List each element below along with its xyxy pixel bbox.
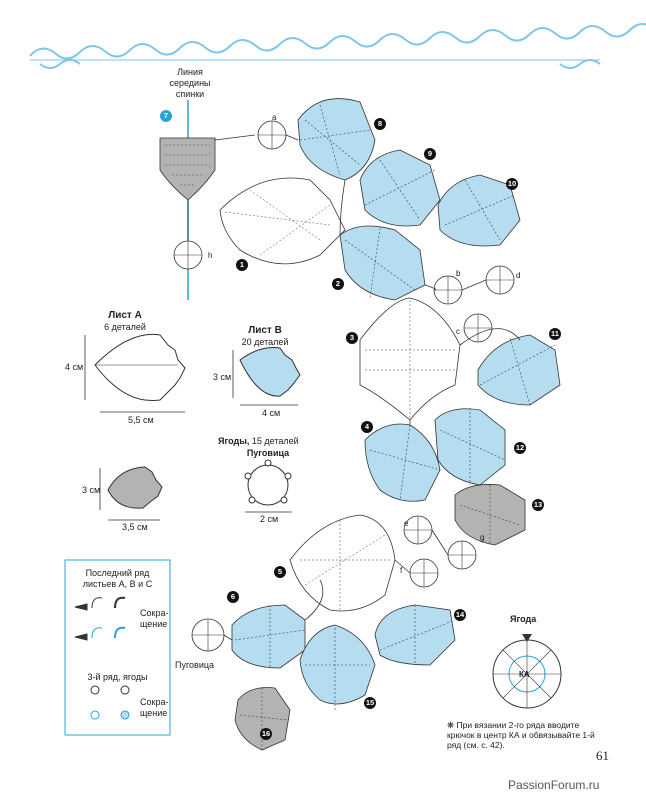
leaf-15: [299, 624, 376, 710]
legend-abbr-1: Сокра- щение: [140, 608, 169, 629]
leaf-b-outline: [232, 347, 301, 406]
leaf-b-title: Лист В: [248, 325, 282, 336]
leaf-number-1: 1: [236, 259, 248, 271]
berry-letter-e: e: [404, 519, 409, 528]
leaf-3: [359, 297, 461, 421]
leaf-number-9: 9: [424, 148, 436, 160]
leaf-number-5: 5: [274, 566, 286, 578]
midline-label: Линия середины спинки: [169, 67, 211, 99]
legend-title-2: 3-й ряд, ягоды: [87, 672, 148, 682]
berry-letter-b: b: [456, 269, 461, 278]
leaf-number-10: 10: [506, 178, 518, 190]
berry-letter-a: a: [272, 113, 277, 122]
leaf-2: [339, 225, 426, 301]
leaf-b-count: 20 деталей: [241, 337, 289, 347]
leaf-12: [434, 408, 506, 486]
watermark: PassionForum.ru: [508, 778, 600, 792]
berry-letter-h: h: [208, 251, 213, 260]
legend-symbols: [74, 596, 130, 720]
berry-label: Ягода: [510, 614, 537, 624]
leaf-number-4: 4: [361, 421, 373, 433]
leaf-14: [374, 604, 456, 666]
leaf-13: [454, 484, 526, 546]
leaf-number-2: 2: [332, 278, 344, 290]
dim-2cm: 2 см: [260, 514, 279, 524]
leaf-a-outline: [84, 333, 186, 413]
leaf-6: [231, 604, 306, 669]
berry-letter-f: f: [400, 566, 403, 575]
leaf-c-outline: [99, 466, 163, 521]
dim-5-5cm: 5,5 см: [128, 415, 154, 425]
leaf-10: [437, 174, 521, 247]
leaf-number-13: 13: [532, 499, 544, 511]
legend-title-1: Последний ряд листьев А, В и С: [82, 568, 153, 589]
legend-abbr-2: Сокра- щение: [140, 697, 169, 718]
button-outline: [244, 459, 292, 513]
leaf-a-title: Лист А: [108, 310, 142, 321]
leaf-number-14: 14: [454, 609, 466, 621]
leaf-9: [359, 149, 441, 227]
leaf-4: [364, 423, 441, 502]
leaf-16: [234, 687, 291, 751]
page-number: 61: [596, 748, 609, 763]
dim-4cm-b: 4 см: [262, 408, 281, 418]
leaf-7: [159, 137, 216, 201]
leaf-number-3: 3: [346, 332, 358, 344]
leaf-number-7: 7: [160, 110, 172, 122]
leaf-5: [289, 514, 396, 612]
leaf-a-count: 6 деталей: [104, 322, 146, 332]
berry-letter-g: g: [480, 533, 485, 542]
connectors: [187, 134, 521, 641]
dim-3cm-b: 3 см: [213, 372, 232, 382]
berry-detail: [492, 634, 562, 709]
button-title: Пуговица: [246, 448, 290, 458]
leaf-number-11: 11: [549, 328, 561, 340]
dim-4cm-a: 4 см: [65, 362, 84, 372]
berries-title: Ягоды, 15 деталей: [218, 436, 299, 446]
note-text: ❋ При вязании 2-го ряда вводите крючок в…: [447, 720, 595, 750]
button-label: Пуговица: [175, 660, 215, 670]
berry-letter-d: d: [516, 271, 521, 280]
leaf-number-6: 6: [227, 591, 239, 603]
header-ornament: [29, 23, 646, 69]
berry-letter-c: c: [456, 327, 460, 336]
leaf-number-16: 16: [260, 728, 272, 740]
leaf-number-8: 8: [374, 118, 386, 130]
berry-spokes: [174, 121, 514, 651]
dim-3cm-c: 3 см: [82, 485, 101, 495]
leaf-1: [219, 177, 346, 265]
ka-label: КА: [519, 670, 530, 679]
dim-3-5cm: 3,5 см: [122, 522, 148, 532]
leaf-8: [297, 98, 376, 181]
legend-box: [64, 559, 171, 736]
leaf-number-15: 15: [364, 697, 376, 709]
leaf-11: [477, 334, 561, 406]
leaf-number-12: 12: [514, 442, 526, 454]
